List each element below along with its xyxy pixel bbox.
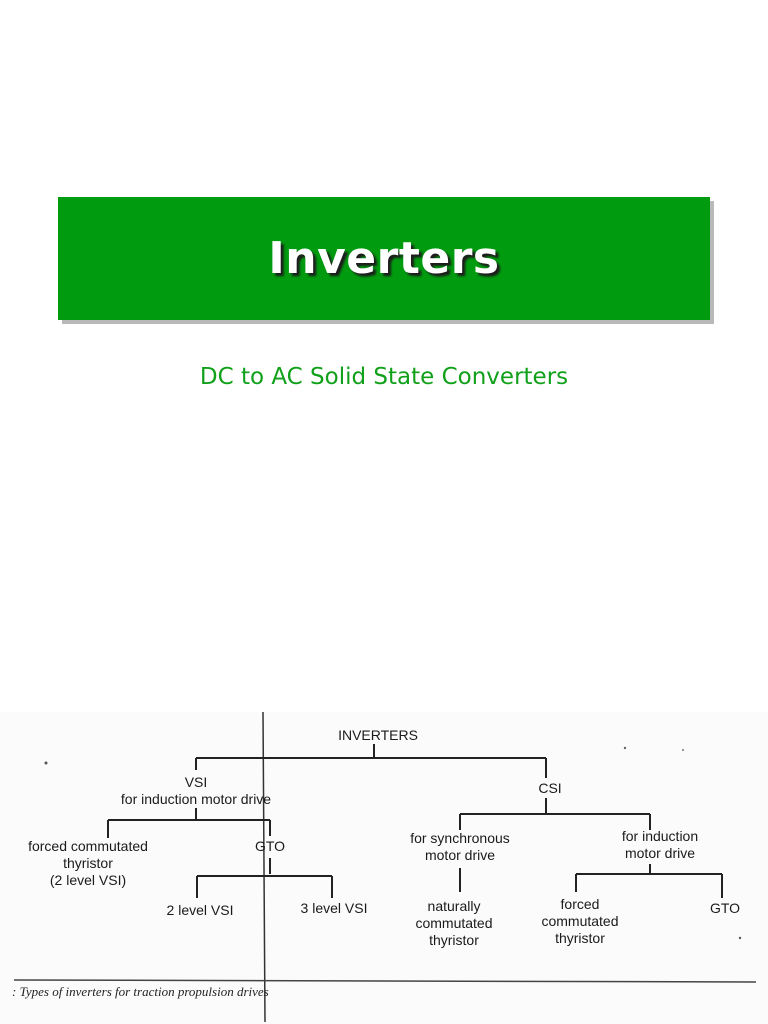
title-banner: Inverters	[58, 197, 710, 320]
scan-speck	[682, 749, 684, 751]
scan-crease-line	[262, 712, 266, 1023]
node-csi-forced-commutated: forced commutated thyristor	[541, 896, 619, 946]
node-csi-synchronous: for synchronous motor drive	[410, 830, 510, 863]
caption-rule	[13, 979, 757, 983]
figure-caption: : Types of inverters for traction propul…	[12, 984, 269, 999]
node-csi-naturally-commutated: naturally commutated thyristor	[415, 898, 493, 948]
node-vsi-forced-thyristor: forced commutated thyristor (2 level VSI…	[28, 838, 148, 888]
slide-title: Inverters	[268, 233, 500, 284]
node-vsi: VSI for induction motor drive	[120, 774, 272, 807]
scan-speck	[738, 936, 742, 940]
diagram-connectors	[13, 712, 757, 1023]
node-csi-induction: for induction motor drive	[621, 828, 699, 861]
node-inverters: INVERTERS	[338, 727, 418, 743]
node-csi: CSI	[538, 780, 562, 796]
scan-speck	[44, 761, 48, 765]
inverter-tree-diagram: INVERTERS VSI for induction motor drive …	[0, 712, 768, 1024]
node-2-level-vsi: 2 level VSI	[166, 902, 234, 918]
node-vsi-gto: GTO	[254, 838, 286, 854]
node-3-level-vsi: 3 level VSI	[300, 900, 368, 916]
node-csi-gto: GTO	[709, 900, 741, 916]
slide-subtitle: DC to AC Solid State Converters	[199, 364, 569, 390]
scan-speck	[623, 746, 627, 750]
